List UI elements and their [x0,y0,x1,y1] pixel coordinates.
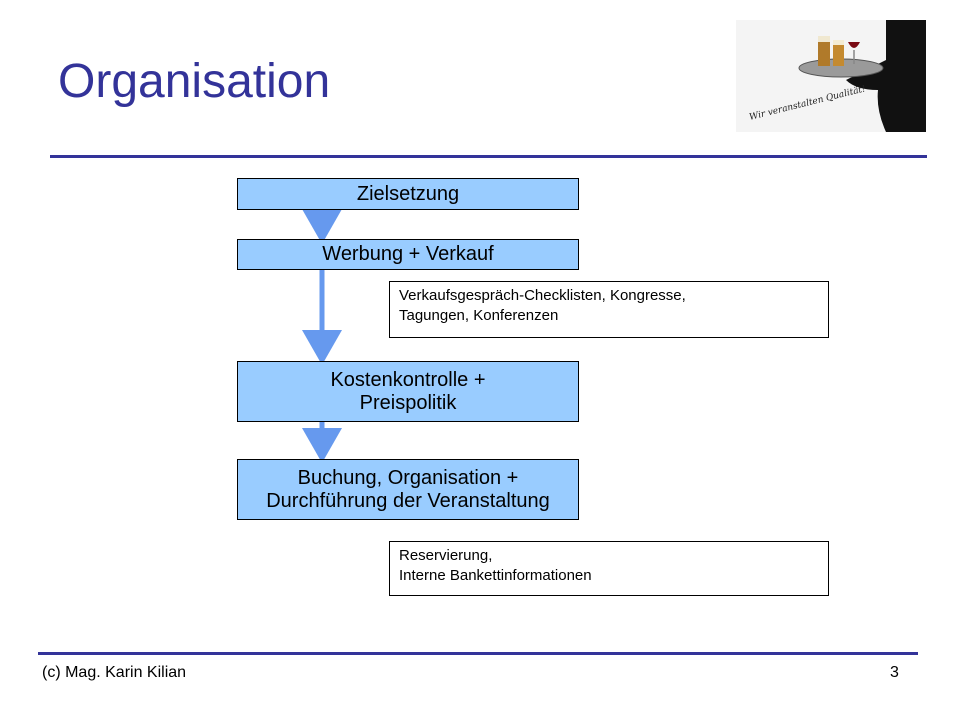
box-kostenkontrolle: Kostenkontrolle + Preispolitik [237,361,579,422]
note-reservierung: Reservierung, Interne Bankettinformation… [389,541,829,596]
box-zielsetzung: Zielsetzung [237,178,579,210]
page-number: 3 [890,664,899,681]
box-werbung-verkauf: Werbung + Verkauf [237,239,579,270]
title-divider [50,155,927,158]
note-verkaufsgespraech: Verkaufsgespräch-Checklisten, Kongresse,… [389,281,829,338]
waiter-tray-logo: Wir veranstalten Qualität! [736,20,926,132]
footer-divider [38,652,918,655]
footer-author: (c) Mag. Karin Kilian [42,664,187,681]
box-buchung: Buchung, Organisation + Durchführung der… [237,459,579,520]
slide-title: Organisation [58,55,331,108]
